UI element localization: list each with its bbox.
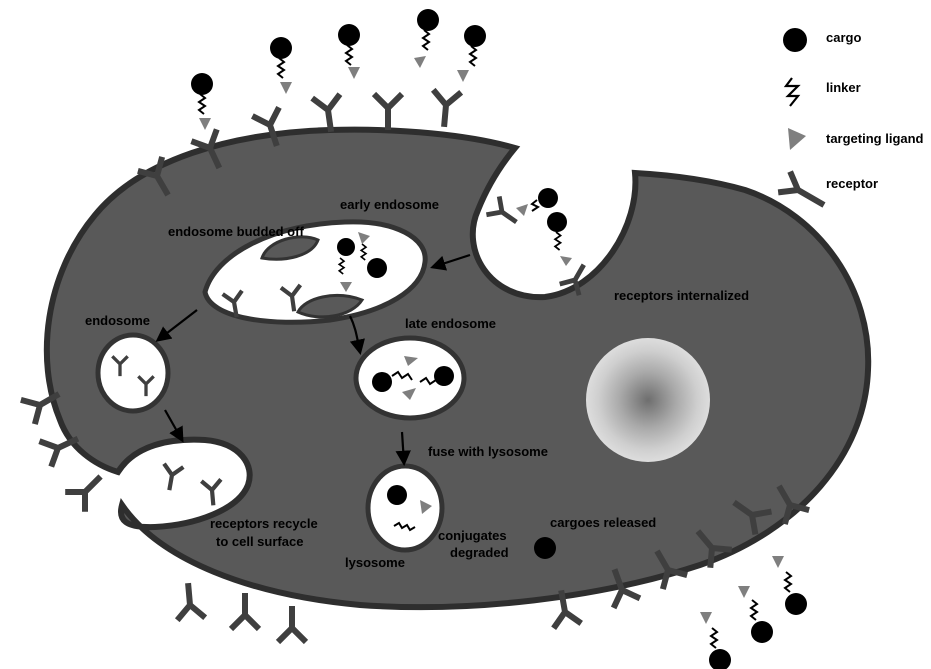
label-receptors-recycle-2: to cell surface	[216, 534, 303, 549]
label-early-endosome: early endosome	[340, 197, 439, 212]
legend-linker-label: linker	[826, 80, 861, 95]
receptor-icon	[374, 94, 402, 130]
lysosome	[368, 466, 442, 550]
receptor-icon	[65, 467, 110, 512]
cargo-icon	[783, 28, 807, 52]
legend-cargo-label: cargo	[826, 30, 861, 45]
nucleus	[586, 338, 710, 462]
ligand-icon	[788, 128, 806, 150]
label-endosome: endosome	[85, 313, 150, 328]
label-receptors-internalized: receptors internalized	[614, 288, 749, 303]
receptor-icon	[486, 196, 522, 231]
legend-receptor-label: receptor	[826, 176, 878, 191]
receptor-icon	[201, 479, 223, 506]
label-endosome-budded-off: endosome budded off	[168, 224, 304, 239]
recycling-endosome	[98, 335, 168, 411]
label-conjugates-2: degraded	[450, 545, 509, 560]
legend-ligand-label: targeting ligand	[826, 131, 924, 146]
label-lysosome: lysosome	[345, 555, 405, 570]
label-receptors-recycle-1: receptors recycle	[210, 516, 318, 531]
released-cargo	[534, 537, 556, 559]
late-endosome	[356, 338, 464, 418]
receptor-icon	[231, 593, 259, 629]
label-cargoes-released: cargoes released	[550, 515, 656, 530]
receptor-icon	[278, 606, 306, 642]
receptor-icon	[160, 464, 184, 492]
label-late-endosome: late endosome	[405, 316, 496, 331]
receptor-icon	[174, 582, 205, 620]
linker-icon	[786, 78, 798, 106]
label-conjugates-1: conjugates	[438, 528, 507, 543]
receptor-icon	[430, 90, 461, 128]
legend: cargo linker targeting ligand receptor	[778, 28, 923, 215]
label-fuse-with-lysosome: fuse with lysosome	[428, 444, 548, 459]
